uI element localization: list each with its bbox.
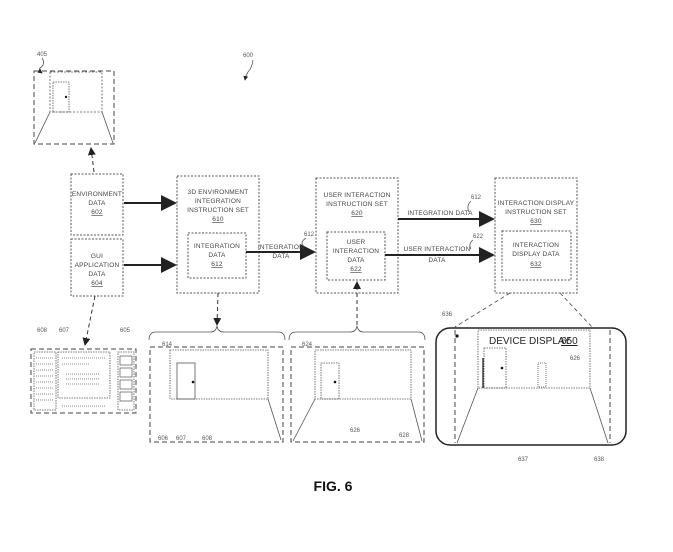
- gui-data-ref: 604: [91, 280, 103, 287]
- arrow3-label-line2: DATA: [428, 257, 446, 264]
- device-display-title: DEVICE DISPLAY: [489, 336, 571, 347]
- uid-line2: INTERACTION: [333, 248, 379, 255]
- uid-line1: USER: [347, 239, 366, 246]
- id-line1: INTEGRATION: [194, 243, 240, 250]
- gui-ref-607: 607: [59, 328, 70, 334]
- uid-ref: 622: [350, 266, 362, 273]
- gui-data-line3: DATA: [88, 271, 106, 278]
- id-line2: DATA: [208, 252, 226, 259]
- int-ref-606: 606: [158, 436, 169, 442]
- eis-line2: INTEGRATION: [195, 198, 241, 205]
- device-display-panel: 636 DEVICE DISPLAY 650 626 637 638: [435, 312, 627, 463]
- uis-line1: USER INTERACTION: [323, 192, 390, 199]
- env-data-line1: ENVIRONMENT: [72, 191, 122, 198]
- user-interaction-instruction-set-box: USER INTERACTION INSTRUCTION SET 620 USE…: [315, 177, 399, 294]
- dd-ref-637: 637: [518, 457, 529, 463]
- arrow2-ref: 612: [471, 195, 482, 201]
- display-leader-left: [454, 292, 511, 328]
- gui-ref-608: 608: [37, 328, 48, 334]
- device-display-ref: 650: [561, 336, 578, 347]
- arrow1-label-line1: INTEGRATION: [258, 244, 304, 251]
- id-ref: 612: [211, 261, 223, 268]
- figure-number-leader: [243, 59, 254, 81]
- env-integration-instruction-set-box: 3D ENVIRONMENT INTEGRATION INSTRUCTION S…: [176, 175, 260, 294]
- idd-line1: INTERACTION: [513, 242, 559, 249]
- gui-panel: 608 607 605: [30, 328, 137, 414]
- environment-panel: 405: [33, 52, 115, 145]
- idd-ref: 632: [530, 261, 542, 268]
- user-interaction-data-box: [326, 231, 386, 281]
- gui-data-line2: APPLICATION: [75, 262, 120, 269]
- display-leader-right: [559, 292, 593, 328]
- figure-caption: FIG. 6: [314, 478, 353, 494]
- env-data-line2: DATA: [88, 200, 106, 207]
- environment-data-box: ENVIRONMENT DATA 602: [70, 173, 124, 236]
- int-ref-614: 614: [162, 342, 173, 348]
- interaction-display-data-box: [501, 230, 572, 281]
- arrow3-label-line1: USER INTERACTION: [403, 246, 470, 253]
- intr-ref-628: 628: [399, 433, 410, 439]
- integration-scene-panel: 614 606 607 608: [148, 325, 286, 443]
- uid-line3: DATA: [347, 257, 365, 264]
- gui-to-panel-arrow: [82, 295, 96, 346]
- int-ref-608: 608: [202, 436, 213, 442]
- arrow1-ref: 612: [304, 232, 315, 238]
- interaction-scene-panel: 624 626 628: [288, 325, 426, 443]
- ids-line2: INSTRUCTION SET: [505, 209, 567, 216]
- arrow2-label: INTEGRATION DATA: [407, 210, 473, 217]
- eis-line3: INSTRUCTION SET: [187, 207, 249, 214]
- figure-number: 600: [243, 53, 254, 59]
- intr-ref-624: 624: [302, 342, 313, 348]
- int-ref-607: 607: [176, 436, 187, 442]
- eis-ref: 610: [212, 216, 224, 223]
- arrow1-label-line2: DATA: [272, 253, 290, 260]
- ids-ref: 630: [530, 218, 542, 225]
- gui-application-data-box: GUI APPLICATION DATA 604: [70, 238, 124, 297]
- uis-ref: 620: [351, 210, 363, 217]
- intr-ref-626: 626: [350, 428, 361, 434]
- env-to-panel-arrow: [87, 147, 96, 173]
- arrow3-ref: 622: [473, 234, 484, 240]
- interaction-display-instruction-set-box: INTERACTION DISPLAY INSTRUCTION SET 630 …: [494, 177, 578, 294]
- eis-line1: 3D ENVIRONMENT: [188, 189, 249, 196]
- integration-data-box: [187, 232, 247, 279]
- env-data-ref: 602: [91, 209, 103, 216]
- gui-ref-605: 605: [120, 328, 131, 334]
- idd-line2: DISPLAY DATA: [512, 251, 560, 258]
- dd-ref-638: 638: [594, 457, 605, 463]
- integration-to-panel-arrow: [213, 292, 222, 326]
- ids-line1: INTERACTION DISPLAY: [498, 200, 575, 207]
- gui-data-line1: GUI: [91, 253, 103, 260]
- dd-ref-636: 636: [442, 312, 453, 318]
- uis-line2: INSTRUCTION SET: [326, 201, 388, 208]
- dd-ref-626: 626: [570, 356, 581, 362]
- ref-405: 405: [37, 52, 48, 58]
